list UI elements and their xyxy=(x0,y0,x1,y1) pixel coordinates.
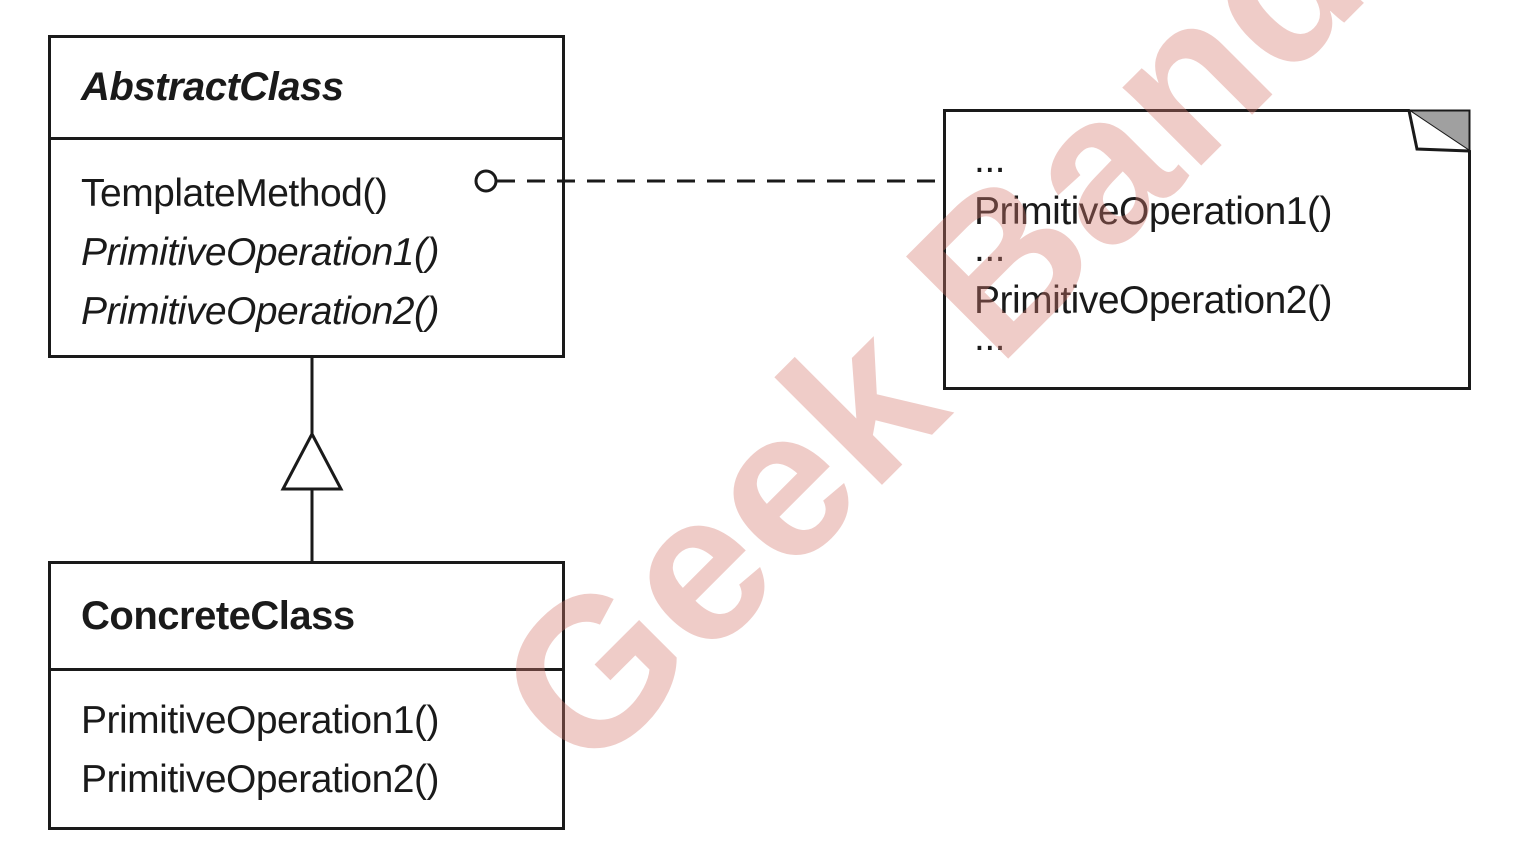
operation-primitive-1: PrimitiveOperation1() xyxy=(81,231,439,274)
abstract-class-operations: TemplateMethod() PrimitiveOperation1() P… xyxy=(51,140,562,341)
uml-note: ... PrimitiveOperation1() ... PrimitiveO… xyxy=(943,109,1471,390)
note-line-primitive-1: PrimitiveOperation1() xyxy=(974,190,1332,233)
operation-template-method: TemplateMethod() xyxy=(81,172,388,215)
concrete-class-name: ConcreteClass xyxy=(51,564,562,671)
operation-primitive-2: PrimitiveOperation2() xyxy=(81,758,439,801)
abstract-class-name: AbstractClass xyxy=(51,38,562,140)
operation-primitive-1: PrimitiveOperation1() xyxy=(81,699,439,742)
note-line-primitive-2: PrimitiveOperation2() xyxy=(974,279,1332,322)
note-anchor-circle xyxy=(474,169,498,193)
note-outline xyxy=(943,109,1471,390)
concrete-class-box: ConcreteClass PrimitiveOperation1() Prim… xyxy=(48,561,565,830)
note-line-ellipsis: ... xyxy=(974,138,1006,181)
note-fold-corner xyxy=(1407,110,1470,153)
note-line-ellipsis: ... xyxy=(974,316,1006,359)
operation-primitive-2: PrimitiveOperation2() xyxy=(81,290,439,333)
generalization-arrowhead xyxy=(280,430,344,491)
abstract-class-box: AbstractClass TemplateMethod() Primitive… xyxy=(48,35,565,358)
note-text: ... PrimitiveOperation1() ... PrimitiveO… xyxy=(974,138,1332,368)
note-frame xyxy=(943,109,1471,390)
note-line-ellipsis: ... xyxy=(974,227,1006,270)
concrete-class-operations: PrimitiveOperation1() PrimitiveOperation… xyxy=(51,671,562,809)
